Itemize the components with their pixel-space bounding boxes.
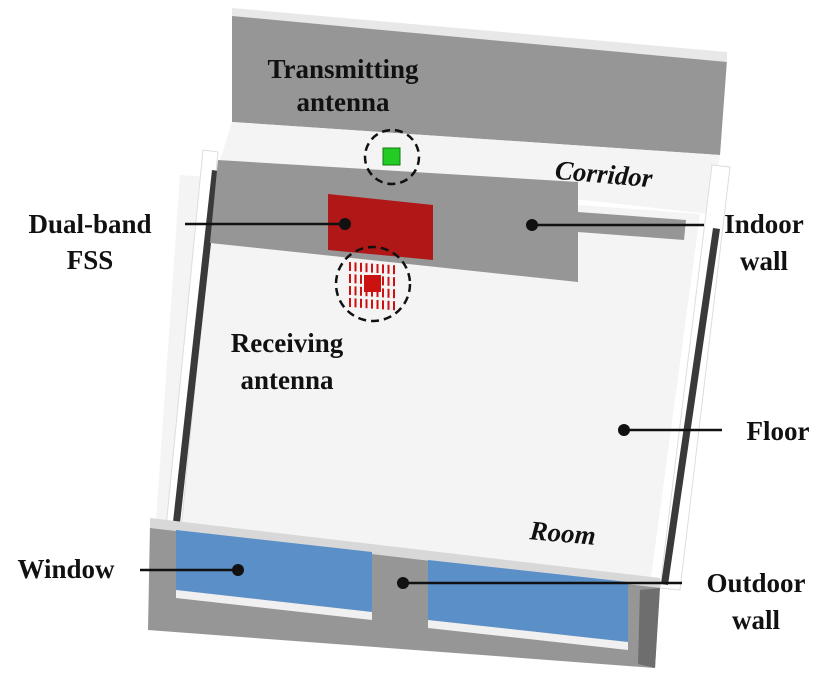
window-left (176, 530, 372, 612)
corridor-back-wall-cap (232, 8, 727, 62)
transmitting-label-line1: Transmitting (267, 54, 419, 84)
outdoor-wall-leader-dot (397, 577, 409, 589)
outdoor-wall-top (150, 518, 660, 588)
corridor-floor (220, 122, 720, 214)
window-leader-dot (232, 564, 244, 576)
fss-label-line2: FSS (67, 245, 114, 275)
room-label: Room (528, 515, 597, 551)
transmitter-highlight-circle (363, 128, 421, 186)
indoor-wall-leader-dot (526, 219, 538, 231)
transmitting-label-line2: antenna (296, 87, 390, 117)
floor-leader-dot (618, 424, 630, 436)
indoor-wall-label-line2: wall (740, 246, 789, 276)
transmitting-antenna (382, 147, 401, 166)
indoor-wall-label-line1: Indoor (724, 209, 804, 239)
receiving-antenna-array (349, 262, 395, 311)
window-right (428, 560, 628, 642)
fss-label-line1: Dual-band (28, 209, 151, 239)
window-label: Window (17, 554, 115, 584)
left-side-wall-edge (172, 170, 219, 532)
outdoor-wall-label-line1: Outdoor (706, 568, 805, 598)
outdoor-wall-label-line2: wall (732, 605, 781, 635)
floor-label: Floor (747, 416, 810, 446)
outdoor-wall-right-face (638, 588, 660, 668)
right-side-wall-edge (661, 228, 720, 585)
receiving-antenna (364, 275, 381, 292)
dual-band-fss (328, 194, 433, 260)
window-right-sill (428, 620, 628, 650)
fss-leader-dot (339, 218, 351, 230)
receiver-highlight-circle (334, 245, 412, 323)
receiving-label-line1: Receiving (231, 328, 344, 358)
window-left-sill (176, 590, 372, 620)
receiving-label-line2: antenna (240, 365, 334, 395)
